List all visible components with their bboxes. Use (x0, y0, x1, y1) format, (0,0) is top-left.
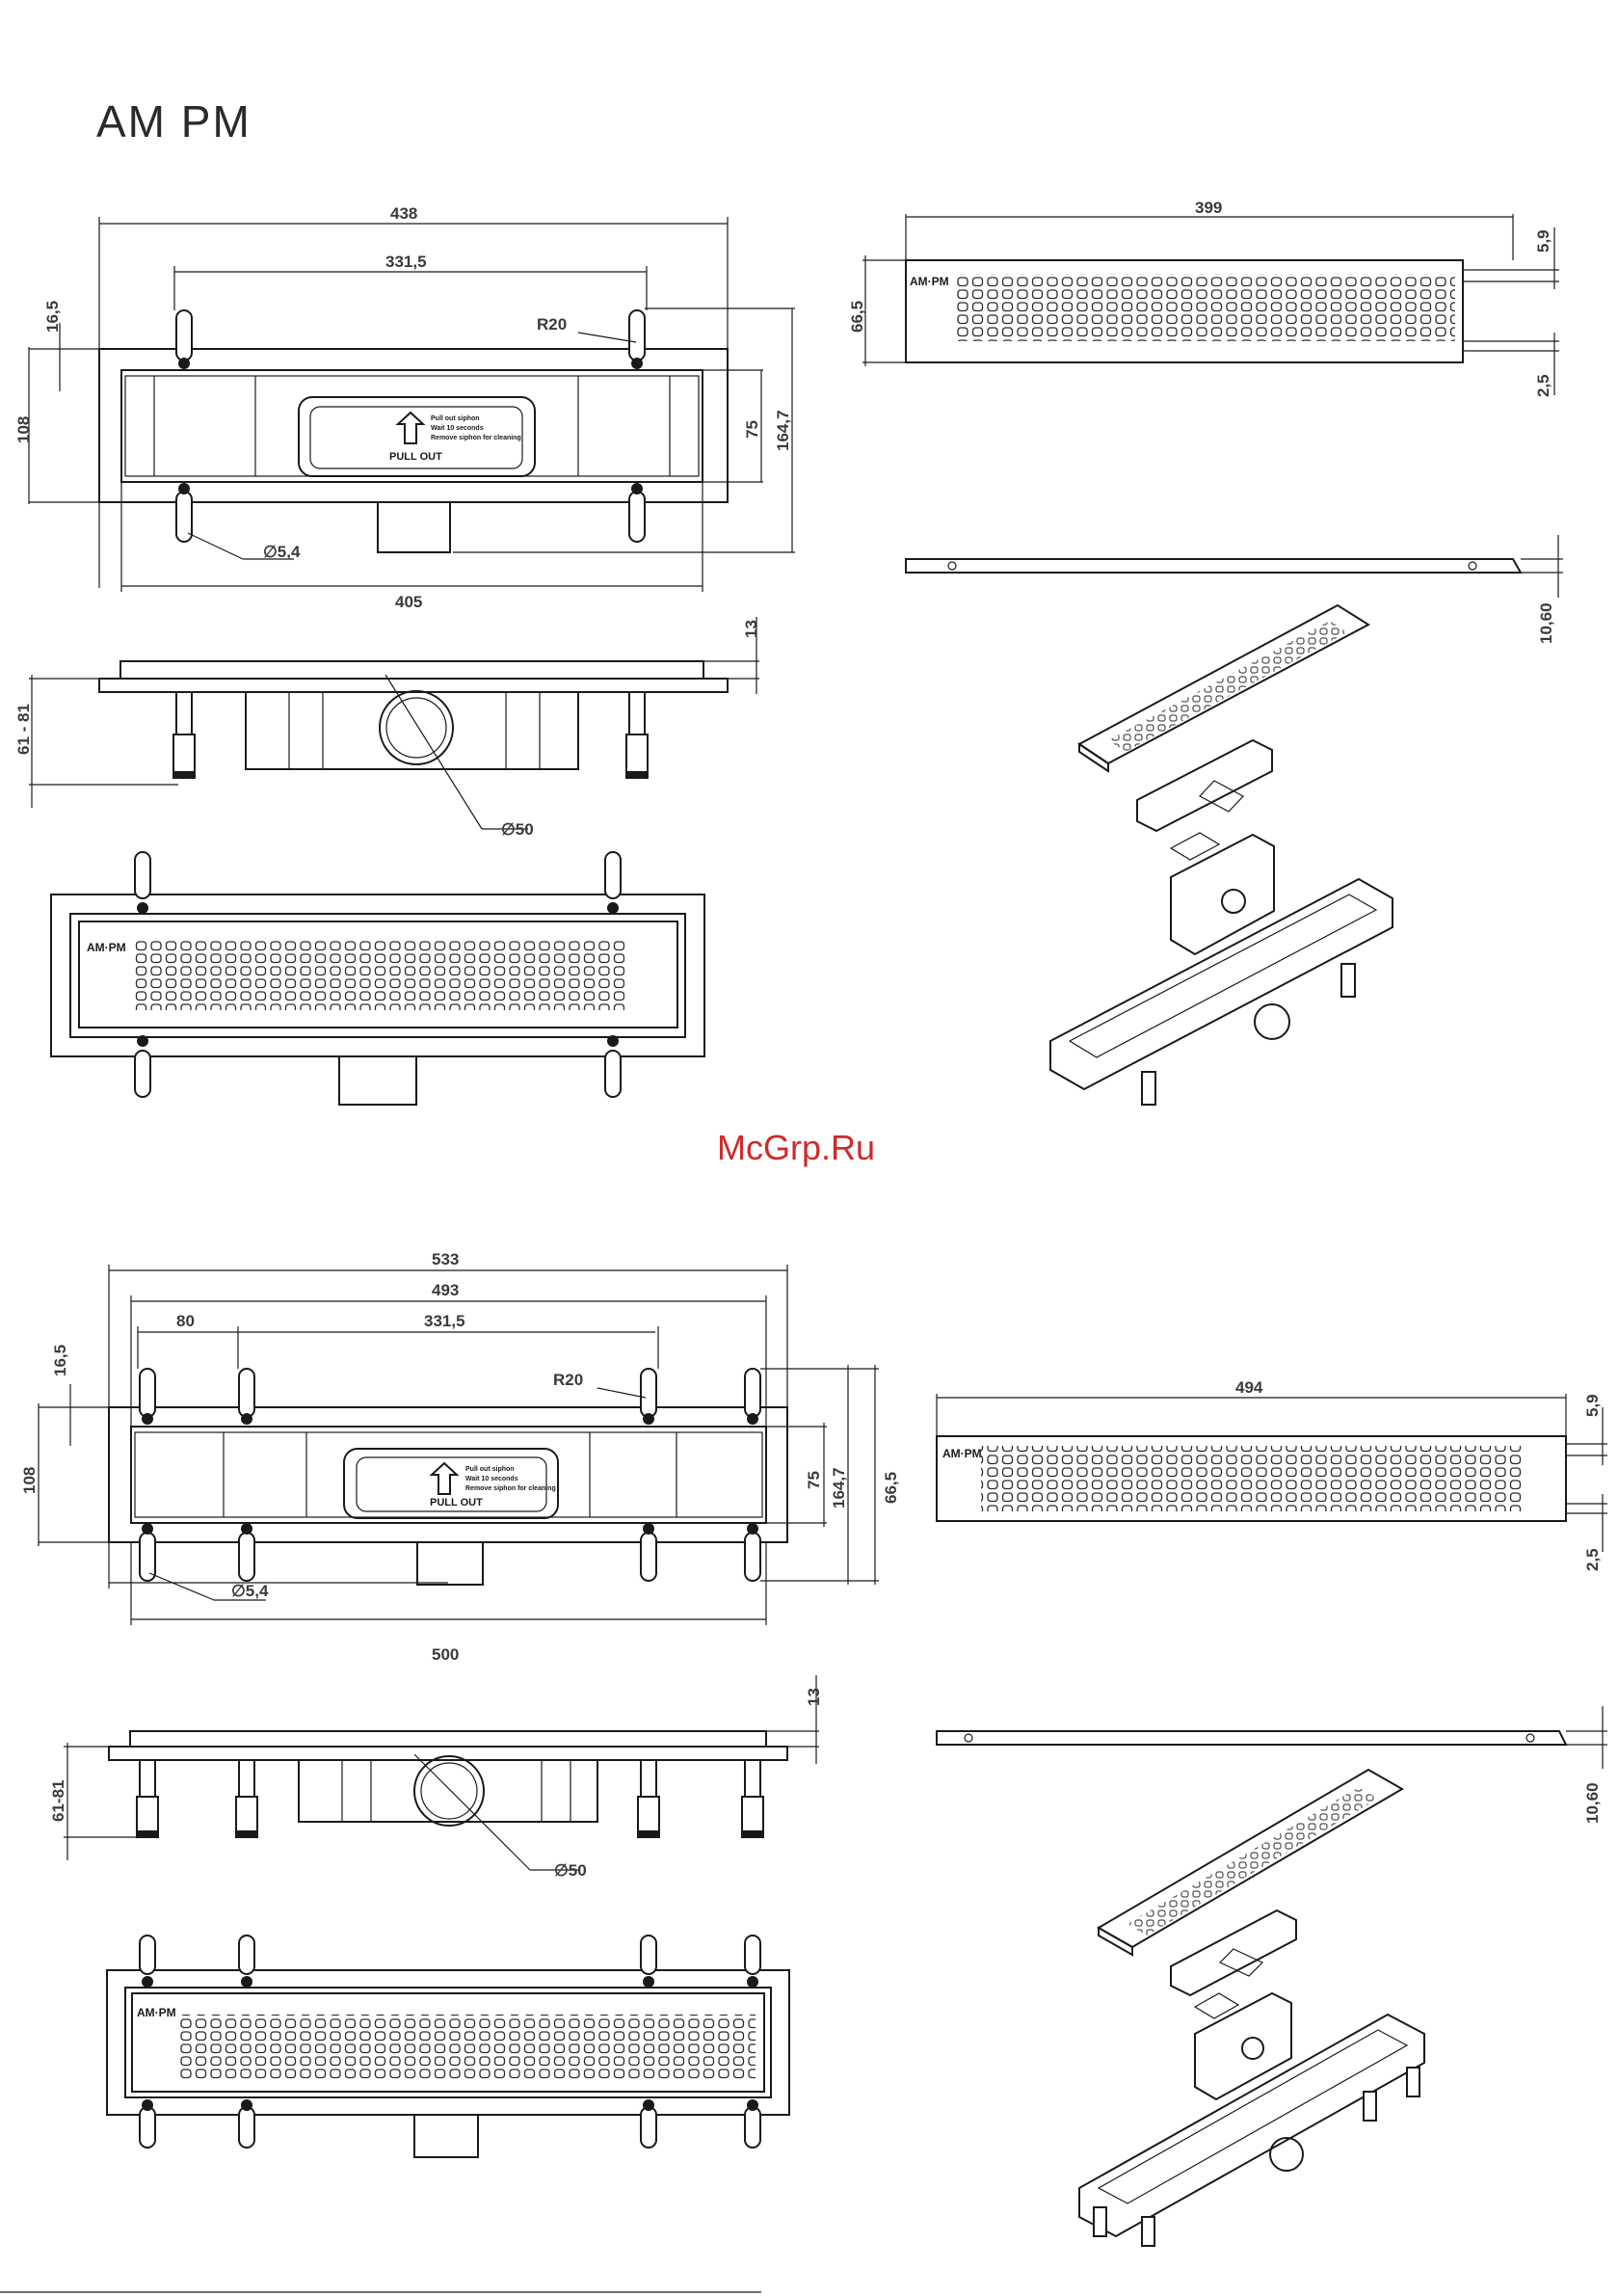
upper-iso-grate-holes (1108, 621, 1347, 752)
lower-assembled-grate-holes (177, 2015, 756, 2080)
dim-lower-offset: 80 (176, 1312, 195, 1330)
dim-upper-height: 108 (14, 416, 33, 443)
lower-grate-view: AM·PM 494 5,9 2,5 (936, 1378, 1607, 1571)
dim-lower-adjust: 61-81 (49, 1780, 67, 1822)
dim-lower-height: 108 (20, 1467, 39, 1494)
lower-insert-line3: Remove siphon for cleaning (465, 1485, 556, 1492)
lower-top-view: Pull out siphon Wait 10 seconds Remove s… (20, 1250, 900, 1664)
upper-side-view: 13 61 - 81 ∅50 (14, 617, 760, 839)
dim-lower-depth: 66,5 (882, 1472, 900, 1504)
dim-upper-inner: 75 (743, 420, 761, 439)
dim-lower-hole: ∅5,4 (231, 1582, 269, 1600)
lower-insert-line1: Pull out siphon (465, 1466, 515, 1473)
insert-line1: Pull out siphon (431, 415, 480, 422)
upper-grate-plate-mark: AM·PM (910, 275, 949, 288)
lower-assembled-view: AM·PM (106, 1935, 790, 2158)
upper-profile-view: 10,60 (905, 535, 1563, 644)
dim-lower-outer: 164,7 (830, 1467, 848, 1508)
dim-lower-pipe: ∅50 (554, 1861, 587, 1880)
dim-upper-profile: 10,60 (1537, 602, 1555, 644)
lower-assembled-plate-mark: AM·PM (137, 2006, 176, 2019)
dim-lower-profile: 10,60 (1583, 1782, 1602, 1824)
dim-lower-grate-top: 5,9 (1583, 1394, 1602, 1417)
insert-line3: Remove siphon for cleaning (431, 435, 521, 441)
upper-assembled-view: AM·PM (50, 851, 705, 1106)
dim-lower-body-outer: 493 (432, 1281, 459, 1299)
upper-side-legs (172, 691, 649, 779)
dim-lower-grate-bottom: 2,5 (1583, 1548, 1602, 1571)
upper-top-view: Pull out siphon Wait 10 seconds Remove s… (14, 204, 795, 611)
lower-grate-holes (981, 1446, 1523, 1511)
brand-logo: AM PM (96, 96, 252, 147)
upper-grate-view: AM·PM 399 5,9 66,5 2,5 (848, 199, 1559, 397)
dim-upper-grate-length: 399 (1195, 199, 1222, 217)
dim-upper-body: 405 (395, 593, 422, 611)
dim-upper-flange: 13 (742, 620, 760, 638)
dim-lower-top-off: 16,5 (51, 1345, 69, 1376)
dim-upper-adjust: 61 - 81 (14, 704, 33, 755)
upper-grate-holes (954, 274, 1455, 341)
dim-lower-grate-length: 494 (1235, 1378, 1263, 1397)
upper-assembled-plate-mark: AM·PM (87, 941, 126, 954)
dim-lower-overall: 533 (432, 1250, 459, 1268)
dim-upper-grate-height: 66,5 (848, 301, 866, 333)
lower-top-brackets (139, 1368, 761, 1582)
lower-side-legs (136, 1759, 764, 1838)
lower-profile-view: 10,60 (936, 1706, 1607, 1824)
lower-insert-label: PULL OUT (430, 1497, 483, 1508)
upper-assembled-grate-holes (133, 941, 624, 1010)
dim-upper-overall: 438 (390, 204, 417, 223)
dim-upper-grate-bottom: 2,5 (1534, 374, 1552, 397)
dim-upper-grate-top: 5,9 (1534, 229, 1552, 253)
dim-lower-mount-span: 331,5 (424, 1312, 465, 1330)
dim-lower-flange: 13 (805, 1688, 823, 1706)
lower-side-view: 13 61-81 ∅50 (49, 1675, 823, 1880)
dim-lower-body: 500 (432, 1645, 459, 1664)
upper-exploded-isometric (1049, 603, 1393, 1106)
lower-iso-grate-holes (1127, 1787, 1378, 1936)
upper-top-brackets (175, 309, 646, 543)
insert-line2: Wait 10 seconds (431, 425, 484, 432)
dim-upper-mount-span: 331,5 (385, 253, 427, 271)
dim-upper-pipe: ∅50 (501, 820, 534, 839)
dim-upper-top-off: 16,5 (43, 301, 62, 333)
dim-lower-inner: 75 (805, 1471, 823, 1489)
watermark: McGrp.Ru (717, 1128, 875, 1167)
dim-upper-outer: 164,7 (774, 410, 792, 451)
lower-insert-line2: Wait 10 seconds (465, 1476, 518, 1482)
insert-label: PULL OUT (389, 451, 442, 463)
lower-grate-plate-mark: AM·PM (942, 1447, 982, 1460)
dim-lower-radius: R20 (553, 1371, 583, 1389)
lower-exploded-isometric (1078, 1768, 1425, 2247)
dim-upper-hole: ∅5,4 (263, 543, 301, 561)
dim-upper-radius: R20 (537, 315, 567, 334)
